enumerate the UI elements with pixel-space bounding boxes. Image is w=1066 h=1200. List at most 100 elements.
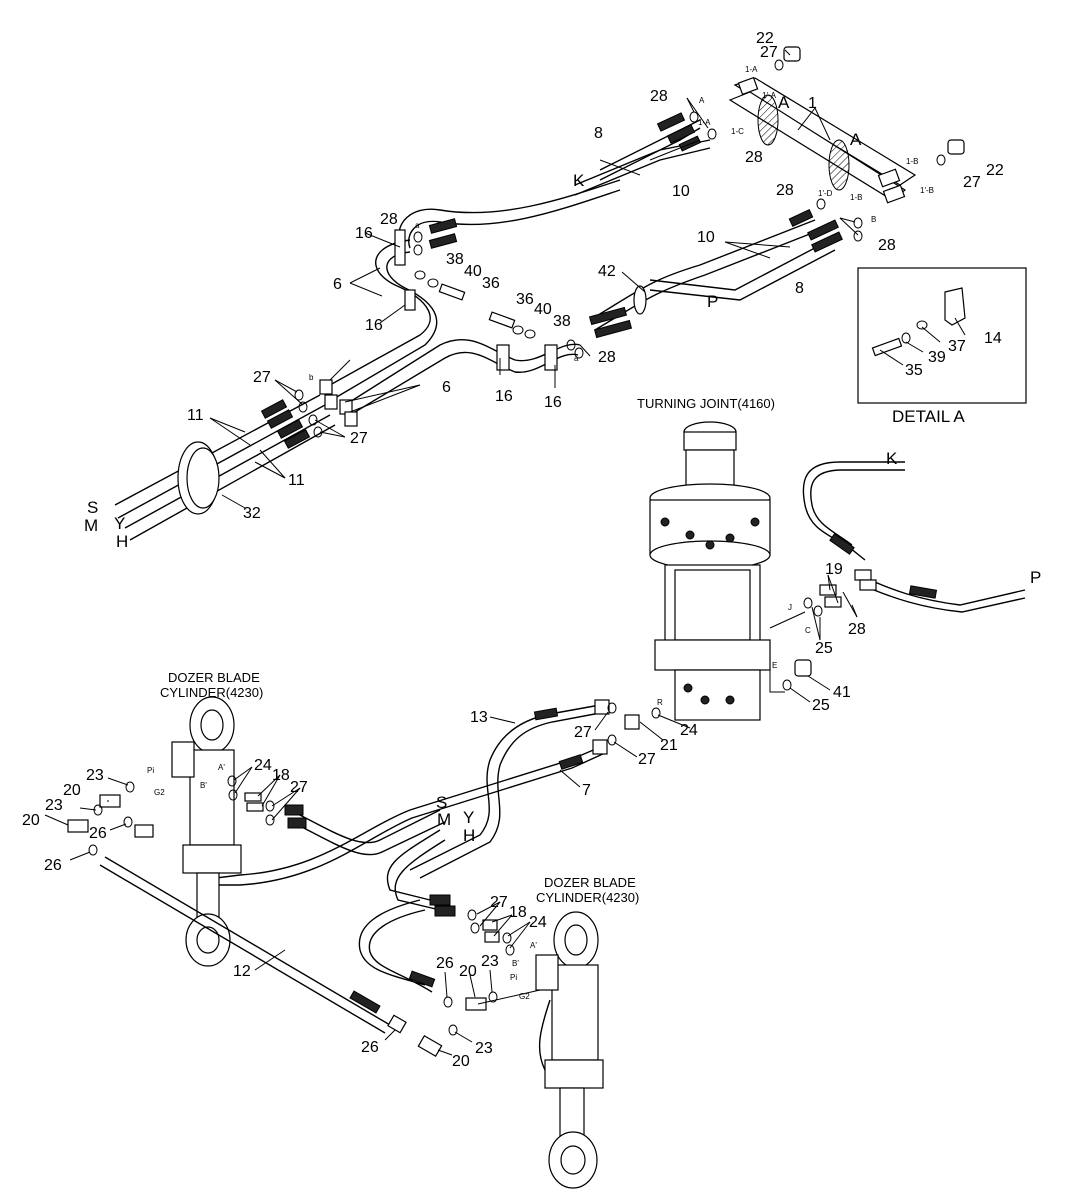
- part-6-lower: 6: [442, 379, 451, 396]
- port-bp-right: B': [512, 959, 519, 968]
- dozer-right-caption-line1: DOZER BLADE: [544, 875, 636, 890]
- hoses-k-p-joint: [769, 461, 1026, 693]
- part-20-right-b: 20: [452, 1053, 470, 1070]
- part-26-right-b: 26: [361, 1039, 379, 1056]
- letter-k-right: K: [886, 449, 898, 468]
- part-25-upper: 25: [815, 640, 833, 657]
- letter-h-left: H: [116, 532, 128, 551]
- part-28-upper: 28: [650, 88, 668, 105]
- part-27-right: 27: [963, 174, 981, 191]
- port-1-b-lower: 1-B: [850, 193, 862, 202]
- letter-p-top: P: [707, 292, 718, 311]
- labels: A A TURNING JOINT(4160) DOZER BLADE CYLI…: [22, 30, 1041, 1070]
- port-pi-right: Pi: [510, 973, 517, 982]
- part-18-left: 18: [272, 767, 290, 784]
- part-36-upper: 36: [482, 275, 500, 292]
- clamp-16-lower-a: [496, 344, 510, 371]
- part-24-joint: 24: [680, 722, 698, 739]
- part-35: 35: [905, 362, 923, 379]
- part-8-upper: 8: [594, 125, 603, 142]
- port-j: J: [788, 603, 792, 612]
- port-1p-b: 1'-B: [920, 186, 934, 195]
- turning-joint-caption: TURNING JOINT(4160): [637, 396, 775, 411]
- part-13: 13: [470, 709, 488, 726]
- hoses-13-7: [199, 699, 661, 886]
- left-fittings: [67, 775, 407, 1034]
- part-11-upper: 11: [187, 407, 204, 424]
- part-28-right-b: 28: [878, 237, 896, 254]
- port-a-left: a: [415, 221, 420, 230]
- letter-p-right: P: [1030, 568, 1041, 587]
- port-1-b-upper: 1-B: [906, 157, 918, 166]
- port-ap-right: A': [530, 941, 537, 950]
- port-g2-left: G2: [154, 788, 165, 797]
- clamp-42: [633, 285, 647, 315]
- part-27-right-low: 27: [490, 894, 508, 911]
- part-23-left-b: 23: [45, 797, 63, 814]
- part-6-upper: 6: [333, 276, 342, 293]
- dozer-cylinder-left: [171, 696, 242, 967]
- port-b-small-manifold: B: [871, 215, 876, 224]
- part-27-left-c: 27: [290, 779, 308, 796]
- part-41: 41: [833, 684, 851, 701]
- port-a-small-manifold: A: [699, 96, 705, 105]
- plug-22-right: [947, 139, 965, 155]
- part-8-right: 8: [795, 280, 804, 297]
- part-18-right: 18: [509, 904, 527, 921]
- part-1: 1: [808, 95, 817, 112]
- port-1p-d: 1'-D: [818, 189, 833, 198]
- part-27-joint-b: 27: [638, 751, 656, 768]
- hoses-6-16: [319, 229, 584, 427]
- part-42: 42: [598, 263, 616, 280]
- part-38-upper: 38: [446, 251, 464, 268]
- dozer-cylinder-right: [535, 911, 604, 1189]
- part-20-right-a: 20: [459, 963, 477, 980]
- letter-s-left: S: [87, 498, 98, 517]
- part-27-upper: 27: [760, 44, 778, 61]
- part-16-lower-b: 16: [544, 394, 562, 411]
- valve-block-right: [535, 954, 559, 991]
- part-19: 19: [825, 561, 843, 578]
- port-c: C: [805, 626, 811, 635]
- dozer-right-caption-line2: CYLINDER(4230): [536, 890, 639, 905]
- part-16-mid: 16: [365, 317, 383, 334]
- part-10-upper: 10: [672, 183, 690, 200]
- part-36-lower: 36: [516, 291, 534, 308]
- letter-m-left: M: [84, 516, 98, 535]
- part-28-joint: 28: [848, 621, 866, 638]
- letter-k-top: K: [573, 171, 585, 190]
- detail-a-box: [857, 267, 1027, 404]
- fitting-6a: [319, 379, 333, 395]
- part-40-lower: 40: [534, 301, 552, 318]
- view-marker-a-upper: A: [778, 93, 790, 112]
- port-1-a-lower: 1-A: [698, 118, 711, 127]
- part-37: 37: [948, 338, 966, 355]
- part-11-lower: 11: [288, 472, 305, 489]
- clamp-16-lower-b: [544, 344, 558, 371]
- letter-h-mid: H: [463, 826, 475, 845]
- part-25-lower: 25: [812, 697, 830, 714]
- letter-s-mid: S: [436, 793, 447, 812]
- letter-y-left: Y: [114, 514, 125, 533]
- part-10-right: 10: [697, 229, 715, 246]
- port-g2-right: G2: [519, 992, 530, 1001]
- clamp-16-upper: [394, 229, 406, 266]
- hoses-8-10-upper: [398, 112, 711, 249]
- part-20-left-a: 20: [63, 782, 81, 799]
- port-ap-left: A': [218, 763, 225, 772]
- part-20-left-b: 20: [22, 812, 40, 829]
- part-26-right-a: 26: [436, 955, 454, 972]
- part-22-upper: 22: [756, 30, 774, 47]
- port-1-c: 1-C: [731, 127, 744, 136]
- valve-block-left: [171, 741, 195, 778]
- dozer-left-caption-line2: CYLINDER(4230): [160, 685, 263, 700]
- clamp-16-mid: [404, 289, 416, 311]
- hose-bundle-11: [114, 389, 336, 541]
- hose-bundle-smyh-lower: [284, 804, 456, 993]
- part-26-left-b: 26: [44, 857, 62, 874]
- part-23-left-a: 23: [86, 767, 104, 784]
- part-26-left-a: 26: [89, 825, 107, 842]
- view-a-marker-upper: [757, 94, 779, 146]
